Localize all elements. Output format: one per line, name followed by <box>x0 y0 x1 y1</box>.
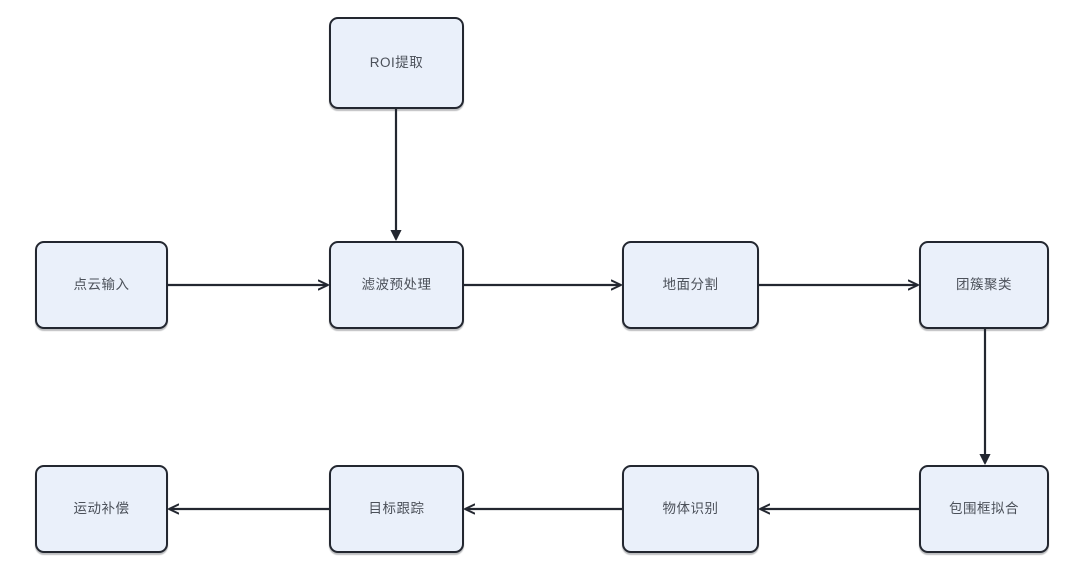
node-cluster[interactable]: 团簇聚类 <box>919 241 1049 329</box>
node-input[interactable]: 点云输入 <box>35 241 168 329</box>
node-label-roi: ROI提取 <box>369 55 424 71</box>
node-label-bbox: 包围框拟合 <box>949 501 1019 517</box>
node-bbox[interactable]: 包围框拟合 <box>919 465 1049 553</box>
node-track[interactable]: 目标跟踪 <box>329 465 464 553</box>
node-recog[interactable]: 物体识别 <box>622 465 759 553</box>
node-label-cluster: 团簇聚类 <box>956 277 1012 293</box>
node-filter[interactable]: 滤波预处理 <box>329 241 464 329</box>
node-motion[interactable]: 运动补偿 <box>35 465 168 553</box>
node-label-input: 点云输入 <box>73 277 130 293</box>
node-label-recog: 物体识别 <box>662 501 719 517</box>
node-roi[interactable]: ROI提取 <box>329 17 464 109</box>
node-label-motion: 运动补偿 <box>73 501 130 517</box>
node-label-ground: 地面分割 <box>662 277 719 293</box>
node-label-filter: 滤波预处理 <box>361 277 432 293</box>
node-ground[interactable]: 地面分割 <box>622 241 759 329</box>
node-label-track: 目标跟踪 <box>368 501 425 517</box>
